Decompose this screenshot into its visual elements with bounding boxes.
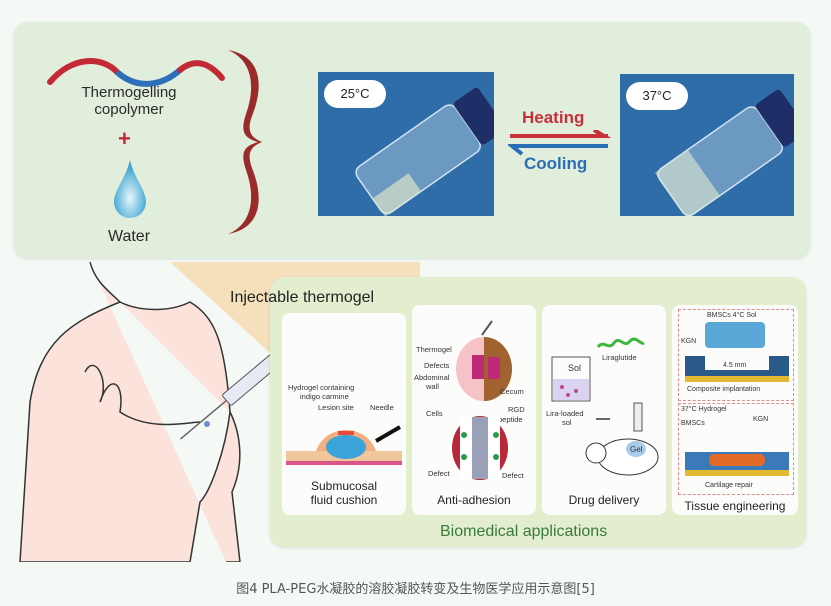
- cooling-arrow-icon: [508, 144, 608, 156]
- label-wall: wall: [426, 382, 439, 391]
- label-abdominal: Abdominal: [414, 373, 450, 382]
- label-4-5mm: 4.5 mm: [723, 362, 747, 369]
- label-lira-sol: sol: [562, 418, 572, 427]
- heating-label: Heating: [522, 108, 585, 127]
- label-peptide: peptide: [498, 415, 523, 424]
- biomedical-applications-label: Biomedical applications: [440, 523, 608, 540]
- label-indigo-carmine: indigo carmine: [300, 392, 349, 401]
- label-lesion-site: Lesion site: [318, 403, 354, 412]
- heating-arrow-icon: [510, 130, 612, 138]
- copolymer-label: Thermogelling copolymer: [54, 84, 204, 118]
- plus-sign: +: [118, 126, 131, 151]
- label-cartilage-repair: Cartilage repair: [705, 482, 753, 489]
- label-hydrogel-37c: 37°C Hydrogel: [681, 406, 727, 413]
- label-kgn-2: KGN: [753, 416, 769, 423]
- label-composite-implantation: Composite implantation: [687, 386, 761, 393]
- card-drug-delivery: Liraglutide Sol Lira-loaded sol Gel Drug…: [542, 305, 666, 515]
- abdominal-diagram: [456, 320, 512, 401]
- submucosal-diagram: [286, 425, 402, 465]
- label-lira-loaded: Lira-loaded: [546, 409, 584, 418]
- vial-photo-25c: 25°C: [318, 72, 494, 216]
- copolymer-label-line1: Thermogelling: [81, 84, 177, 101]
- label-kgn: KGN: [681, 338, 697, 345]
- beaker-icon: [551, 356, 591, 402]
- biomedical-applications-panel: Injectable thermogel Hydrogel containing…: [230, 277, 806, 547]
- label-gel: Gel: [630, 445, 643, 454]
- card-title-line2: fluid cushion: [310, 493, 378, 507]
- card-title-submucosal: Submucosal fluid cushion: [282, 479, 406, 507]
- sol-gel-transition-panel: Thermogelling copolymer + Water 25°C Hea…: [14, 22, 810, 258]
- label-sol: Sol: [568, 363, 582, 373]
- card-title-drug-delivery: Drug delivery: [568, 493, 640, 507]
- label-cells: Cells: [426, 409, 443, 418]
- cooling-label: Cooling: [524, 154, 588, 173]
- label-liraglutide: Liraglutide: [602, 353, 637, 362]
- cartilage-repair-icon: [685, 452, 789, 476]
- label-hydrogel: Hydrogel containing: [288, 383, 355, 392]
- label-thermogel: Thermogel: [416, 345, 452, 354]
- label-bmscs: BMSCs: [681, 420, 705, 427]
- figure-caption: 图4 PLA-PEG水凝胶的溶胶凝胶转变及生物医学应用示意图[5]: [236, 582, 595, 597]
- injectable-thermogel-title: Injectable thermogel: [230, 289, 375, 306]
- cell-defect-diagram: [452, 416, 508, 480]
- vial-photo-37c: 37°C: [620, 74, 794, 216]
- label-defects: Defects: [424, 361, 450, 370]
- copolymer-label-line2: copolymer: [94, 101, 164, 118]
- cartilage-defect-icon: [685, 356, 789, 382]
- label-defect-right: Defect: [502, 471, 524, 480]
- curly-bracket-icon: [228, 50, 262, 234]
- label-rgd: RGD: [508, 405, 525, 414]
- card-anti-adhesion: Thermogel Defects Abdominal wall Cecum C…: [412, 305, 536, 515]
- card-tissue-engineering: BMSCs 4°C Sol KGN 4.5 mm Composite impla…: [672, 305, 798, 515]
- composite-implantation-box: BMSCs 4°C Sol KGN 4.5 mm Composite impla…: [678, 309, 794, 401]
- label-needle: Needle: [370, 403, 394, 412]
- water-drop-icon: [114, 160, 146, 218]
- copolymer-chain-icon: [47, 58, 225, 87]
- label-cecum: Cecum: [500, 387, 524, 396]
- card-title-line1: Submucosal: [310, 479, 378, 493]
- cartilage-repair-box: 37°C Hydrogel BMSCs KGN Cartilage repair: [678, 403, 794, 495]
- label-bmscs-sol: BMSCs 4°C Sol: [707, 312, 757, 319]
- card-title-anti-adhesion: Anti-adhesion: [437, 493, 511, 507]
- liraglutide-icon: [596, 337, 645, 349]
- mouse-injection-icon: [585, 402, 659, 476]
- temperature-badge-37c: 37°C: [626, 82, 688, 110]
- sol-mixture-box: [705, 322, 765, 348]
- water-label: Water: [107, 228, 151, 245]
- temperature-badge-25c: 25°C: [324, 80, 386, 108]
- label-defect-left: Defect: [428, 469, 450, 478]
- card-title-tissue-engineering: Tissue engineering: [684, 499, 786, 513]
- card-submucosal-fluid-cushion: Hydrogel containing indigo carmine Lesio…: [282, 313, 406, 515]
